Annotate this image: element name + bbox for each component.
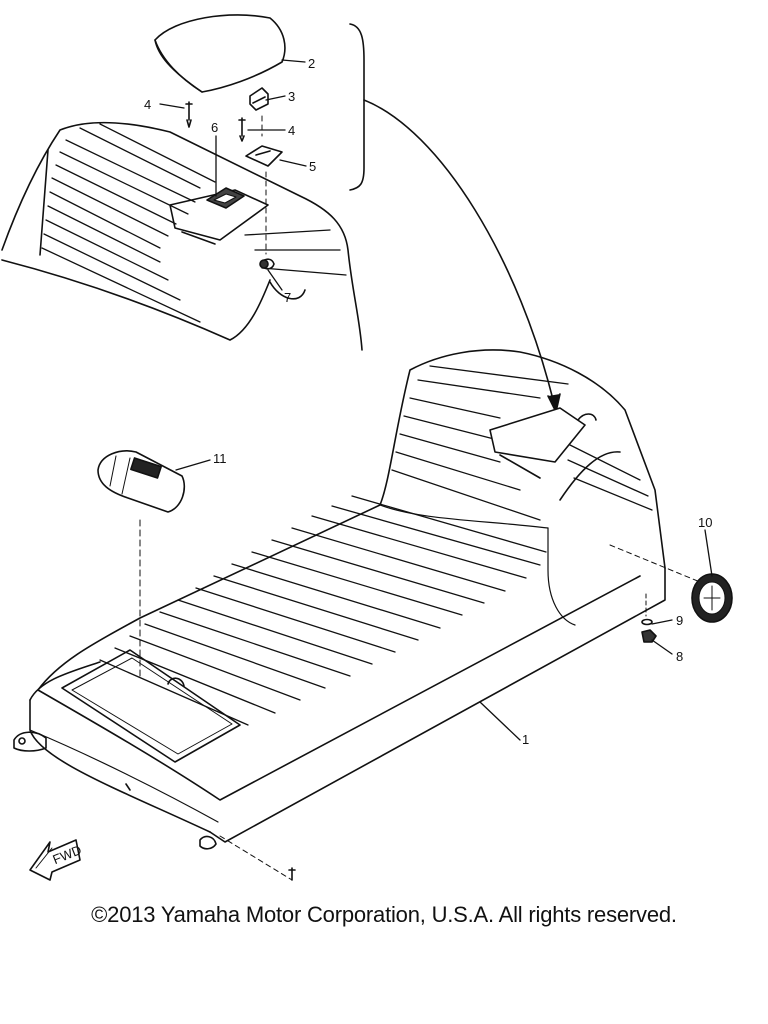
part-7-nut xyxy=(259,259,269,269)
inset-hump-outline xyxy=(1,121,363,351)
storage-lid xyxy=(61,649,241,763)
inset-bracket xyxy=(349,23,365,191)
seat-exploded-diagram: FWD 2 3 4 4 5 6 7 11 10 9 8 1 xyxy=(1,14,733,881)
part-2-pad xyxy=(154,14,286,93)
part-1-seat xyxy=(13,349,666,850)
part-3-clip xyxy=(249,87,269,111)
part-4-screw-left xyxy=(185,101,193,128)
part-8-nut xyxy=(641,629,657,643)
callout-1: 1 xyxy=(522,732,529,747)
copyright-notice: ©2013 Yamaha Motor Corporation, U.S.A. A… xyxy=(91,902,677,927)
callout-7: 7 xyxy=(284,290,291,305)
callout-5: 5 xyxy=(309,159,316,174)
callout-10: 10 xyxy=(698,515,712,530)
part-11-tool-bag xyxy=(97,450,186,513)
part-10-round-emblem xyxy=(691,573,733,623)
callout-8: 8 xyxy=(676,649,683,664)
callout-9: 9 xyxy=(676,613,683,628)
part-5-plate xyxy=(245,145,283,167)
bottom-screw xyxy=(288,867,296,881)
callout-4-right: 4 xyxy=(288,123,295,138)
leader-lines xyxy=(159,59,713,741)
inset-hump-lower xyxy=(1,259,271,341)
inset-pointer-arrow xyxy=(363,99,556,409)
callout-3: 3 xyxy=(288,89,295,104)
inset-ribs xyxy=(41,123,347,323)
part-6-emblem xyxy=(206,187,245,209)
part-9-washer xyxy=(641,618,653,626)
detail-inset xyxy=(1,121,363,351)
fwd-arrow-icon xyxy=(29,839,81,881)
callout-2: 2 xyxy=(308,56,315,71)
callout-11: 11 xyxy=(213,451,227,466)
part-4-screw-right xyxy=(238,117,246,142)
callout-4-left: 4 xyxy=(144,97,151,112)
callout-6: 6 xyxy=(211,120,218,135)
seat-ribs xyxy=(99,365,653,726)
